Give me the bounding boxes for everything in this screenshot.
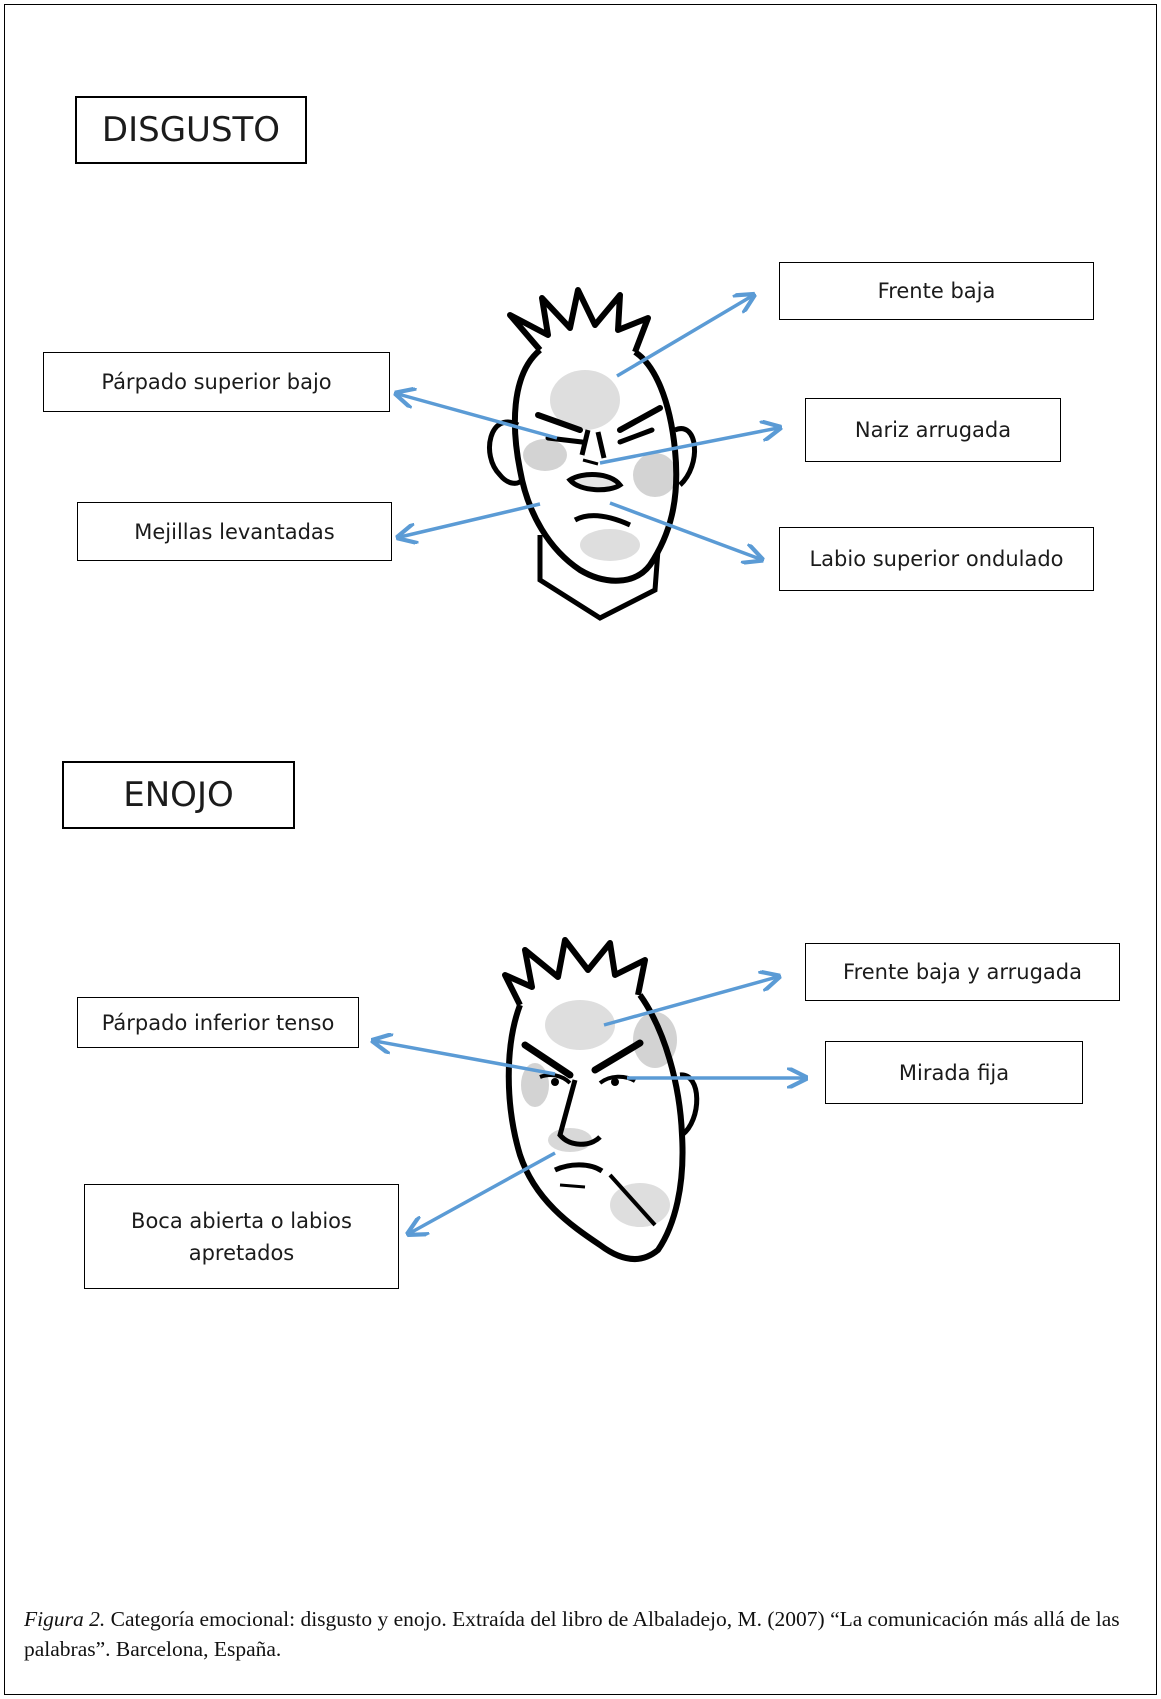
anger-title-box: ENOJO <box>62 761 295 829</box>
caption-text: Categoría emocional: disgusto y enojo. E… <box>24 1607 1120 1661</box>
arrow-disgust-frente <box>616 296 752 378</box>
disgust-face-illustration <box>487 287 697 621</box>
disgust-label-mejillas: Mejillas levantadas <box>77 502 392 561</box>
disgust-title: DISGUSTO <box>101 110 281 150</box>
anger-label-frente: Frente baja y arrugada <box>805 943 1120 1001</box>
figure-label: Figura 2. <box>24 1607 106 1631</box>
figure-frame <box>4 4 1157 1695</box>
arrow-anger-frente <box>603 977 777 1027</box>
disgust-label-nariz: Nariz arrugada <box>805 398 1061 462</box>
arrow-disgust-nariz <box>599 428 778 465</box>
disgust-label-parpado: Párpado superior bajo <box>43 352 390 412</box>
anger-title: ENOJO <box>123 775 234 815</box>
anger-label-parpado: Párpado inferior tenso <box>77 997 359 1048</box>
arrow-anger-boca <box>410 1151 556 1233</box>
anger-face-illustration <box>502 937 700 1263</box>
figure-caption: Figura 2. Categoría emocional: disgusto … <box>24 1604 1134 1664</box>
disgust-title-box: DISGUSTO <box>75 96 307 164</box>
disgust-label-frente: Frente baja <box>779 262 1094 320</box>
arrow-disgust-mejillas <box>400 502 541 537</box>
arrow-disgust-parpado <box>398 394 558 440</box>
anger-label-boca: Boca abierta o labios apretados <box>84 1184 399 1289</box>
arrow-anger-parpado <box>375 1041 556 1076</box>
arrow-disgust-labio <box>609 501 760 559</box>
disgust-label-labio: Labio superior ondulado <box>779 527 1094 591</box>
anger-label-mirada: Mirada fija <box>825 1041 1083 1104</box>
